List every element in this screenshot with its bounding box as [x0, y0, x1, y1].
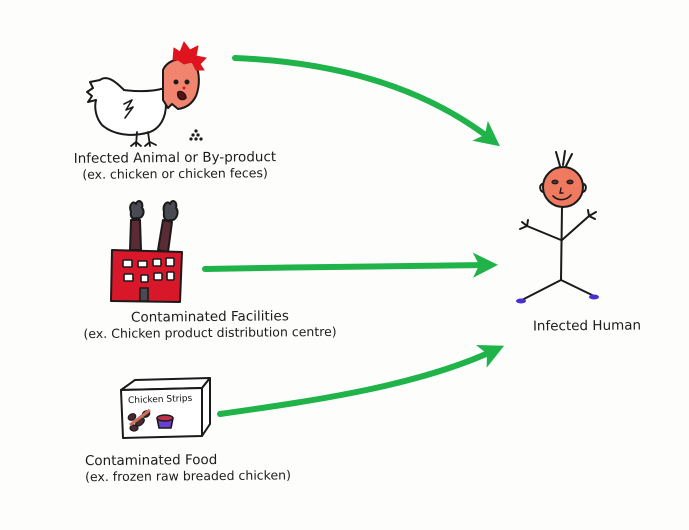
food-box-label: Chicken Strips: [128, 394, 193, 406]
food-source-title: Contaminated Food: [84, 452, 218, 470]
stick-figure-human-icon: [516, 150, 599, 304]
arrow-factory-to-human: [202, 252, 499, 278]
arrow-chicken-to-human: [232, 55, 500, 147]
feces-icon: [189, 129, 203, 141]
food-source-label: Contaminated Food (ex. frozen raw breade…: [85, 451, 355, 485]
arrow-food-to-human: [217, 344, 505, 417]
food-source-subtitle: (ex. frozen raw breaded chicken): [85, 467, 291, 485]
factory-source-title: Contaminated Facilities: [130, 308, 289, 326]
food-box-icon: [120, 377, 211, 439]
factory-icon: [110, 200, 183, 303]
chicken-icon: [86, 41, 207, 147]
chicken-source-title: Infected Animal or By-product: [73, 149, 277, 167]
chicken-source-subtitle: (ex. chicken or chicken feces): [82, 165, 268, 182]
factory-source-label: Contaminated Facilities (ex. Chicken pro…: [60, 308, 360, 343]
chicken-source-label: Infected Animal or By-product (ex. chick…: [30, 149, 320, 184]
human-target-label: Infected Human: [512, 317, 662, 335]
factory-source-subtitle: (ex. Chicken product distribution centre…: [83, 323, 337, 342]
human-target-title: Infected Human: [532, 317, 642, 335]
